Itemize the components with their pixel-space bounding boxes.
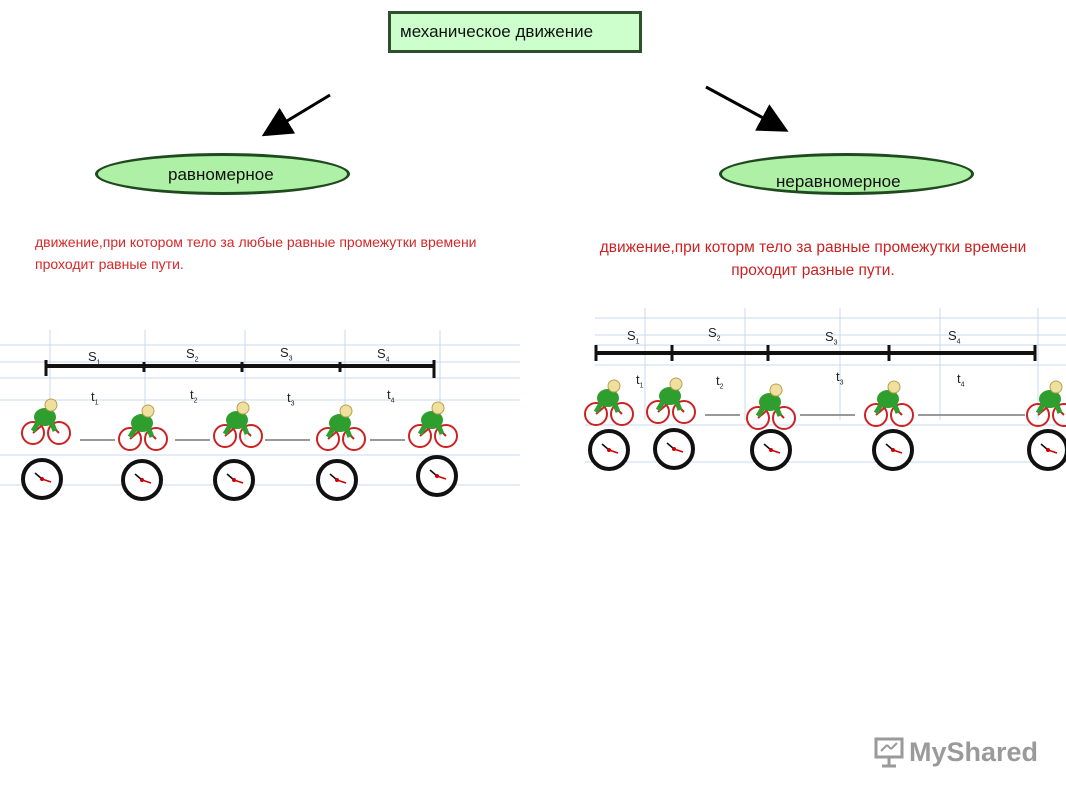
- logo-text: MyShared: [909, 736, 1039, 767]
- right-segment-label-3: S3: [825, 329, 838, 347]
- left-segment-label-1: S1: [88, 349, 101, 367]
- cyclist-icon: [647, 378, 695, 423]
- clock-icon: [588, 429, 630, 471]
- nonuniform-motion-ellipse: неравномерное: [719, 153, 974, 195]
- left-time-label-2: t2: [190, 387, 198, 405]
- cyclist-icon: [409, 402, 457, 447]
- right-segment-label-2: S2: [708, 325, 721, 343]
- clock-icon: [213, 459, 255, 501]
- right-track: [594, 345, 1037, 361]
- clock-icon: [316, 459, 358, 501]
- clock-icon: [750, 429, 792, 471]
- cyclist-icon: [214, 402, 262, 447]
- uniform-motion-ellipse: равномерное: [95, 153, 350, 195]
- clock-icon: [121, 459, 163, 501]
- arrow-right: [705, 85, 789, 132]
- left-segment-label-3: S3: [280, 345, 293, 363]
- cyclist-icon: [865, 381, 913, 426]
- left-track: [44, 360, 436, 378]
- left-segment-label-2: S2: [186, 346, 199, 364]
- cyclist-icon: [585, 380, 633, 425]
- title-box: механическое движение: [388, 11, 642, 53]
- left-time-label-1: t1: [91, 389, 99, 407]
- right-segment-label-4: S4: [948, 328, 961, 346]
- title-text: механическое движение: [400, 22, 594, 41]
- clock-icon: [872, 429, 914, 471]
- left-segment-label-4: S4: [377, 346, 390, 364]
- clock-icon: [416, 455, 458, 497]
- uniform-motion-label: равномерное: [168, 165, 274, 184]
- right-time-label-2: t2: [716, 373, 724, 391]
- uniform-definition: движение,при котором тело за любые равны…: [35, 234, 477, 272]
- nonuniform-definition: движение,при которм тело за равные проме…: [560, 236, 1066, 282]
- nonuniform-definition-line1: движение,при которм тело за равные проме…: [599, 239, 1027, 256]
- myshared-logo: MyShared: [873, 736, 1038, 768]
- presentation-board-icon: [874, 737, 904, 768]
- left-time-label-3: t3: [287, 390, 295, 408]
- clock-icon: [1027, 429, 1066, 471]
- clock-icon: [653, 428, 695, 470]
- left-time-label-4: t4: [387, 387, 395, 405]
- nonuniform-definition-line2: проходит разные пути.: [731, 262, 895, 279]
- cyclist-icon: [1027, 381, 1066, 426]
- nonuniform-motion-label: неравномерное: [776, 172, 901, 191]
- cyclist-icon: [119, 405, 167, 450]
- right-time-label-1: t1: [636, 372, 644, 390]
- arrow-left: [261, 93, 331, 137]
- cyclist-icon: [747, 384, 795, 429]
- right-segment-label-1: S1: [627, 328, 640, 346]
- right-time-label-4: t4: [957, 371, 965, 389]
- cyclist-icon: [22, 399, 70, 444]
- clock-icon: [21, 458, 63, 500]
- cyclist-icon: [317, 405, 365, 450]
- right-time-label-3: t3: [836, 369, 844, 387]
